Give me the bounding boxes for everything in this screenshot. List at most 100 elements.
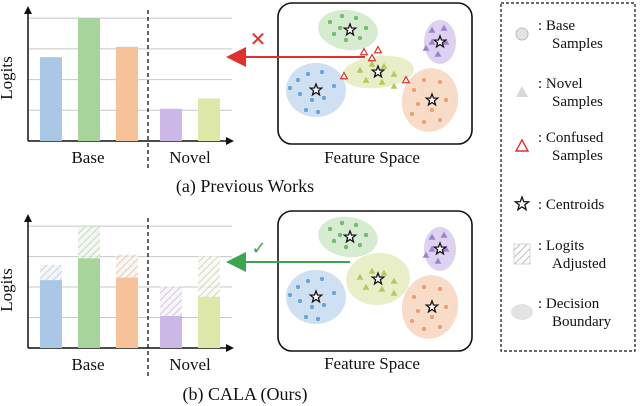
base-sample-dot <box>327 226 333 232</box>
novel-sample-triangle <box>378 285 386 292</box>
novel-sample-triangle <box>434 50 442 57</box>
novel-sample-triangle <box>434 257 442 264</box>
base-sample-dot <box>309 97 315 103</box>
legend-label-line: Boundary <box>552 314 612 330</box>
base-sample-dot <box>429 107 435 113</box>
novel-sample-triangle <box>390 70 398 77</box>
centroid-star-icon <box>370 64 386 79</box>
base-sample-dot <box>363 232 369 238</box>
panel-a-caption: (a) Previous Works <box>176 176 314 197</box>
base-sample-dot <box>421 284 427 290</box>
base-sample-dot <box>295 77 301 83</box>
novel-sample-triangle <box>380 62 388 69</box>
legend-confused-triangle-icon <box>514 138 530 152</box>
legend-label-line: : Confused <box>538 130 604 146</box>
base-sample-dot <box>305 71 311 77</box>
base-sample-dot <box>297 91 303 97</box>
centroid-star-icon <box>513 195 531 212</box>
novel-sample-triangle <box>428 26 436 33</box>
base-sample-dot <box>309 304 315 310</box>
base-sample-dot <box>339 220 345 226</box>
base-sample-dot <box>287 292 293 298</box>
novel-sample-triangle <box>428 245 436 252</box>
base-sample-dot <box>303 107 309 113</box>
base-sample-dot <box>319 69 325 75</box>
panel-a-feature-space <box>277 2 473 145</box>
panel-a-y-axis-label: Logits <box>0 56 16 99</box>
bar <box>40 280 62 348</box>
bar <box>198 98 220 141</box>
x-axis-arrowhead <box>226 344 234 352</box>
base-sample-dot <box>429 314 435 320</box>
centroid-star-icon <box>342 22 358 37</box>
panel-a-chart <box>24 6 234 171</box>
bar <box>78 258 100 348</box>
base-sample-dot <box>411 87 417 93</box>
base-sample-dot <box>287 85 293 91</box>
confused-sample-triangle <box>339 71 349 80</box>
confused-sample-triangle <box>373 45 383 54</box>
panel-b-feature-space <box>277 210 473 352</box>
y-axis-arrowhead <box>24 6 32 14</box>
legend-label-line: Samples <box>552 94 603 110</box>
centroid-star-icon <box>432 241 448 256</box>
novel-sample-triangle <box>356 66 364 73</box>
panel-a-feature-label: Feature Space <box>324 148 420 167</box>
base-sample-dot <box>321 95 327 101</box>
base-sample-dot <box>331 290 337 296</box>
base-sample-dot <box>295 284 301 290</box>
base-sample-dot <box>437 117 443 123</box>
novel-sample-triangle <box>390 289 398 296</box>
legend-label-line: : Novel <box>538 76 583 92</box>
legend-hatch-icon <box>513 243 531 265</box>
novel-sample-triangle <box>356 273 364 280</box>
novel-sample-triangle <box>442 245 450 252</box>
bar <box>116 46 138 141</box>
base-sample-dot <box>315 316 321 322</box>
legend-label-line: : Base <box>538 18 575 34</box>
base-sample-dot <box>331 83 337 89</box>
panel-b-y-axis-label: Logits <box>0 268 16 311</box>
base-sample-dot <box>353 15 359 21</box>
legend-frame <box>500 2 636 352</box>
panel-b-base-label: Base <box>71 355 104 374</box>
base-sample-dot <box>437 79 443 85</box>
novel-sample-triangle <box>428 38 436 45</box>
novel-sample-triangle <box>368 267 376 274</box>
novel-sample-triangle <box>362 283 370 290</box>
base-sample-dot <box>357 35 363 41</box>
novel-sample-triangle <box>380 269 388 276</box>
centroid-star-icon <box>424 92 440 107</box>
novel-sample-triangle <box>440 24 448 31</box>
legend-label-line: : Logits <box>538 238 584 254</box>
centroid-star-icon <box>308 289 324 304</box>
legend-triangle-icon <box>516 86 528 97</box>
base-sample-dot <box>331 238 337 244</box>
panel-a: Logits Base Novel (a) Previous Works Fea… <box>0 2 473 197</box>
novel-sample-triangle <box>440 231 448 238</box>
legend-circle-icon <box>515 27 529 41</box>
base-sample-dot <box>437 286 443 292</box>
base-sample-dot <box>363 25 369 31</box>
panel-a-base-label: Base <box>71 148 104 167</box>
base-sample-dot <box>315 109 321 115</box>
panel-b-novel-label: Novel <box>169 355 211 374</box>
legend-label-line: : Centroids <box>538 197 604 213</box>
novel-sample-triangle <box>442 38 450 45</box>
novel-sample-triangle <box>422 251 430 258</box>
base-sample-dot <box>421 119 427 125</box>
bar <box>160 316 182 348</box>
base-sample-dot <box>415 308 421 314</box>
centroid-star-icon <box>308 82 324 97</box>
cross-mark-icon: ✕ <box>250 27 267 51</box>
confused-sample-triangle <box>367 53 377 62</box>
base-sample-dot <box>321 302 327 308</box>
legend-label-line: Samples <box>552 148 603 164</box>
base-sample-dot <box>343 37 349 43</box>
panel-b-feature-label: Feature Space <box>324 354 420 373</box>
base-sample-dot <box>305 278 311 284</box>
